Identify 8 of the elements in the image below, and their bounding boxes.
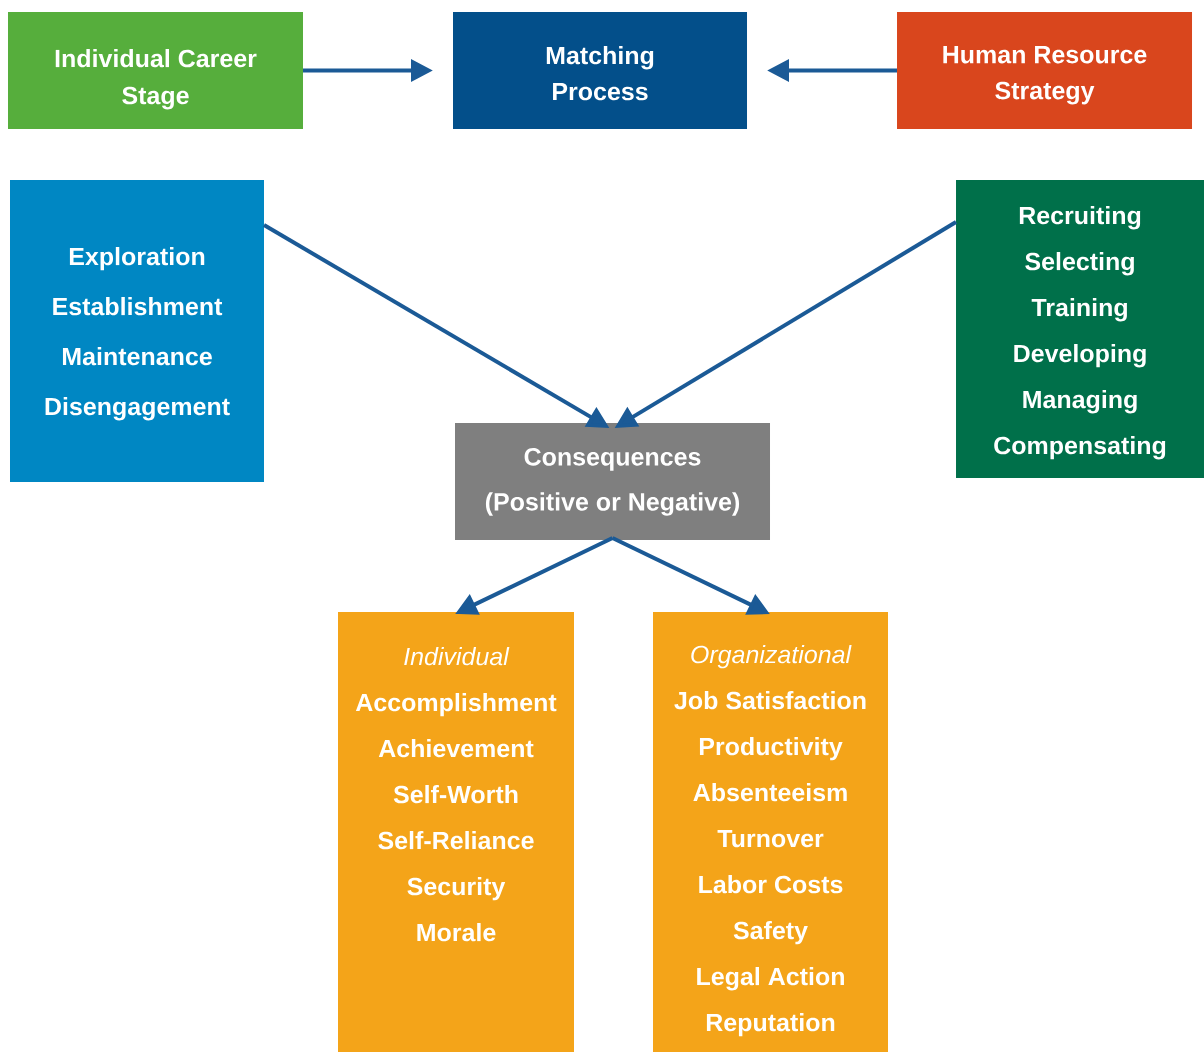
list-box: Recruiting Selecting Training Developing Managing Compensating bbox=[956, 180, 1204, 478]
list-box: Exploration Establishment Maintenance Disengagement bbox=[10, 180, 264, 482]
strategy-box: Human Resource Strategy bbox=[897, 12, 1192, 129]
outcome-box: Consequences (Positive or Negative) bbox=[455, 423, 770, 540]
process-box: Matching Process bbox=[453, 12, 747, 129]
stage-box: Individual Career Stage bbox=[8, 12, 303, 129]
list-box: Organizational Job Satisfaction Productivity Absenteeism Turnover Labor Costs Safety Legal Action Reputation bbox=[653, 612, 888, 1052]
list-box: Individual Accomplishment Achievement Self-Worth Self-Reliance Security Morale bbox=[338, 612, 574, 1052]
